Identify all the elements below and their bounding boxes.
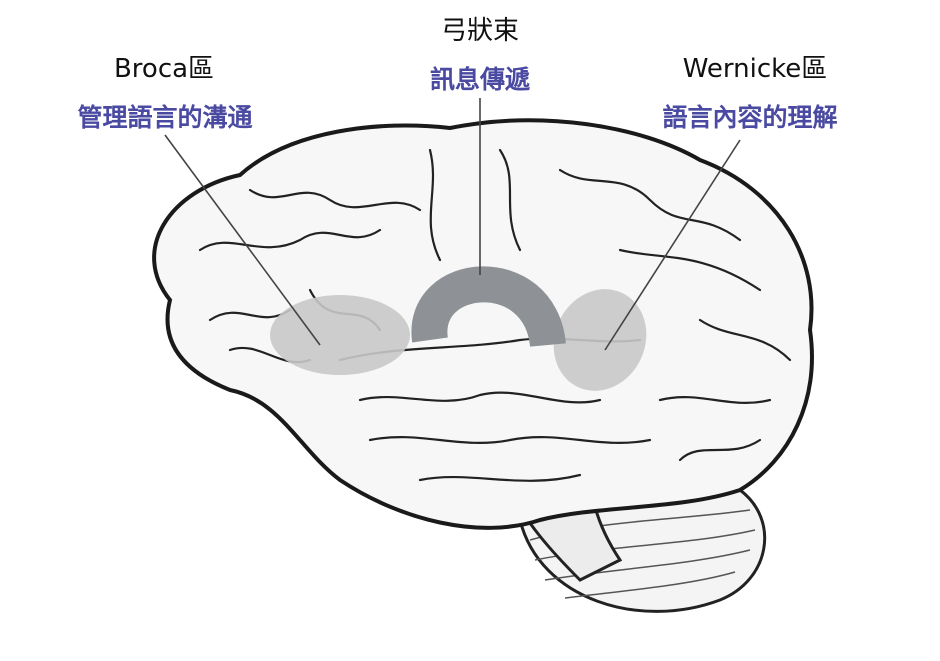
- arcuate-description: 訊息傳遞: [429, 65, 530, 94]
- wernicke-title: Wernicke區: [682, 54, 828, 84]
- arcuate-fasciculus: [411, 266, 566, 348]
- wernicke-leader-line: [604, 139, 741, 351]
- broca-leader-line: [164, 134, 321, 346]
- cerebrum-outline: [152, 118, 814, 530]
- broca-area: [270, 295, 410, 375]
- broca-title: Broca區: [113, 54, 215, 84]
- broca-description: 管理語言的溝通: [77, 103, 253, 132]
- wernicke-description: 語言內容的理解: [662, 103, 838, 132]
- wernicke-area: [553, 289, 647, 391]
- arcuate-title: 弓狀束: [440, 16, 519, 46]
